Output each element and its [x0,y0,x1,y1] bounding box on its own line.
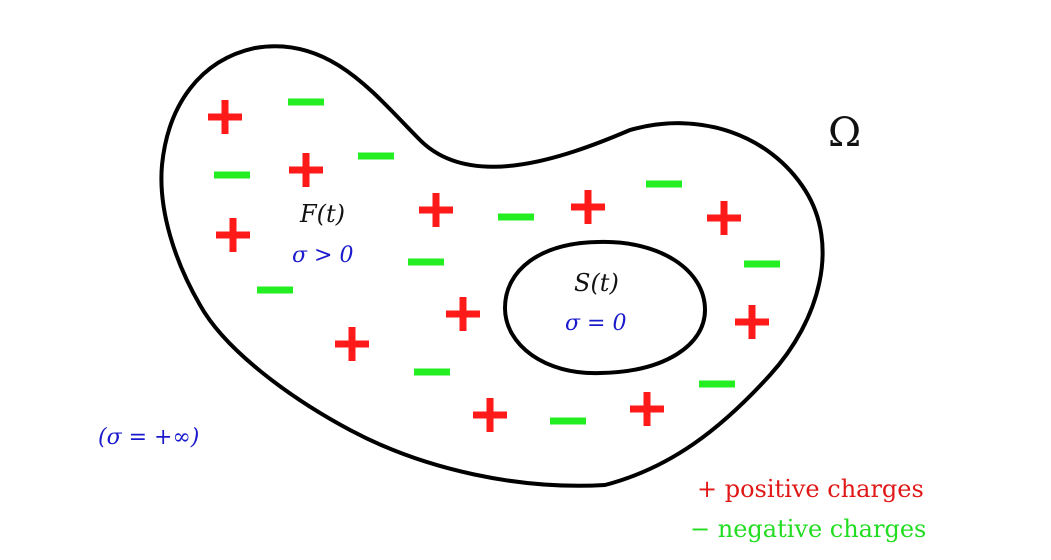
fluid-conductivity-label: σ > 0 [292,243,353,268]
positive-charge [707,201,741,235]
inner-boundary [502,239,708,376]
positive-charge [735,305,769,339]
solid-region-label: S(t) [574,269,619,297]
positive-charge [289,153,323,187]
positive-charge [208,100,242,134]
positive-charge [630,392,664,426]
domain-label: Ω [828,110,861,156]
positive-charge [335,327,369,361]
positive-charge [419,193,453,227]
outer-boundary [159,44,825,488]
positive-charge [571,190,605,224]
positive-charge [216,218,250,252]
positive-charge [446,297,480,331]
fluid-region-label: F(t) [299,200,345,228]
solid-conductivity-label: σ = 0 [565,311,626,336]
legend-positive: + positive charges [697,475,924,503]
positive-charge [473,398,507,432]
legend-negative: − negative charges [690,515,926,543]
charges-layer [208,98,780,432]
exterior-conductivity-label: (σ = +∞) [98,425,199,450]
